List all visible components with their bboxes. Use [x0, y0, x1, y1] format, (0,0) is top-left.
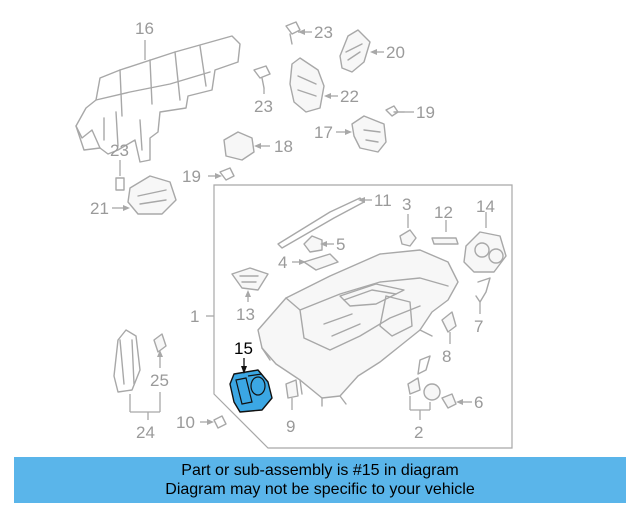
callout-14: 14 [476, 197, 495, 216]
clip-part-25 [153, 333, 167, 353]
callout-24: 24 [136, 423, 155, 442]
callout-21: 21 [90, 199, 109, 218]
bracket-part-21 [127, 175, 177, 215]
bolt-part-6 [441, 393, 457, 409]
info-banner: Part or sub-assembly is #15 in diagram D… [14, 457, 626, 503]
banner-line-2: Diagram may not be specific to your vehi… [165, 481, 475, 498]
callout-12: 12 [434, 203, 453, 222]
trim-part-12 [431, 237, 459, 245]
callout-17: 17 [314, 123, 333, 142]
bracket-part-22 [289, 57, 325, 113]
clip-part-9 [285, 379, 299, 399]
bracket-part-2 [407, 355, 441, 401]
bracket-part-4 [303, 253, 339, 271]
callout-18: 18 [274, 137, 293, 156]
banner-line-1: Part or sub-assembly is #15 in diagram [181, 462, 459, 479]
callout-13: 13 [236, 305, 255, 324]
clip-part-8 [441, 311, 457, 333]
bracket-part-17 [351, 115, 387, 153]
bracket-part-18 [223, 131, 255, 161]
bolt-part-5 [303, 235, 323, 253]
screw-part-23-mid [253, 65, 271, 89]
callout-8: 8 [442, 347, 451, 366]
callout-4: 4 [278, 253, 287, 272]
callout-11: 11 [374, 191, 392, 210]
support-frame-part [75, 35, 241, 163]
bracket-part-20 [339, 29, 371, 73]
assembly-outline [213, 184, 513, 449]
callout-23-left: 23 [110, 141, 129, 160]
callout-23-top: 23 [314, 23, 333, 42]
screw-part-19-upper [385, 105, 405, 117]
instrument-panel [257, 249, 459, 407]
screw-part-10 [213, 415, 227, 429]
side-cover-part-24 [113, 329, 141, 393]
bracket-part-7 [475, 277, 491, 303]
highlighted-part-15 [229, 369, 273, 413]
vent-part-13 [231, 267, 269, 291]
callout-7: 7 [474, 317, 483, 336]
callout-3: 3 [402, 195, 411, 214]
clip-part-3 [399, 229, 417, 247]
callout-16: 16 [135, 19, 154, 38]
callout-20: 20 [386, 43, 405, 62]
callout-1: 1 [190, 307, 199, 326]
callout-9: 9 [286, 417, 295, 436]
vent-part-14 [463, 231, 507, 273]
parts-diagram: 16 23 20 23 22 19 17 18 [75, 19, 513, 449]
callout-19-upper: 19 [416, 103, 435, 122]
callout-23-mid: 23 [254, 97, 273, 116]
callout-10: 10 [176, 413, 195, 432]
callout-5: 5 [336, 235, 345, 254]
callout-6: 6 [474, 393, 483, 412]
callout-19-lower: 19 [182, 167, 201, 186]
callout-2: 2 [414, 423, 423, 442]
screw-part-19-lower [219, 167, 235, 181]
callout-15: 15 [234, 339, 253, 358]
clip-part-23-left [115, 177, 125, 191]
callout-22: 22 [340, 87, 359, 106]
clip-part-23-top [285, 21, 301, 45]
callout-25: 25 [150, 371, 169, 390]
